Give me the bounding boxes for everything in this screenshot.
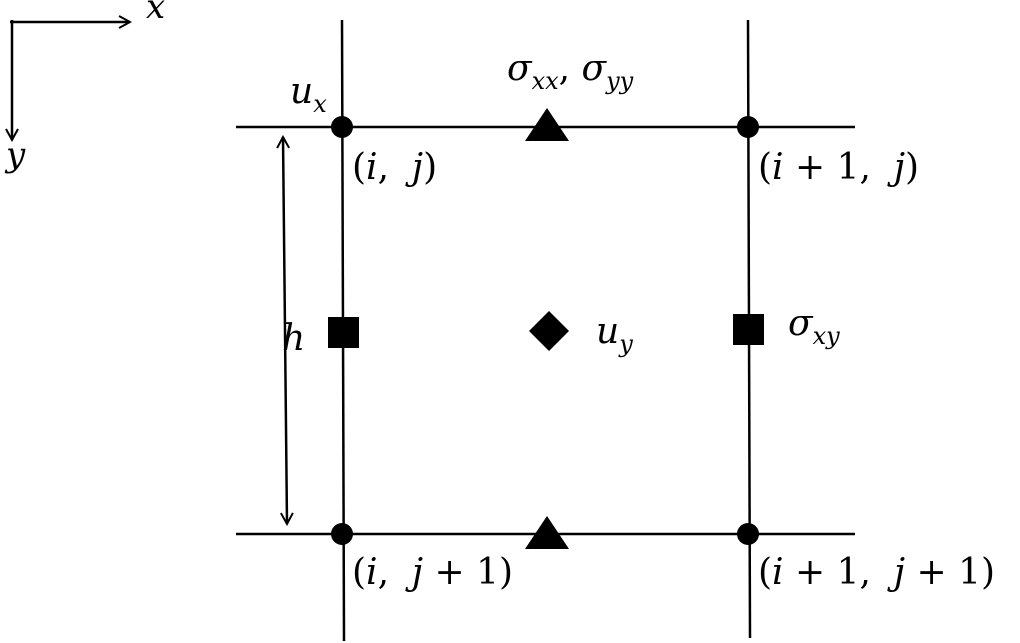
spacing-h-arrow	[283, 137, 287, 524]
node-label-bottom-left: (i, j + 1)	[352, 552, 513, 593]
node-marker-bottom-left	[331, 523, 353, 545]
label-u-x: ux	[290, 71, 327, 118]
x-axis-label: x	[146, 0, 165, 27]
node-markers	[331, 116, 759, 545]
spacing-h-label: h	[282, 318, 305, 359]
triangle-marker-bottom	[525, 516, 569, 549]
node-marker-top-left	[331, 116, 353, 138]
square-markers	[328, 314, 764, 348]
label-sigma-xx-yy: σxx, σyy	[507, 48, 634, 95]
node-label-bottom-right: (i + 1, j + 1)	[758, 552, 995, 593]
label-u-y: uy	[596, 311, 633, 358]
y-axis-label: y	[4, 135, 26, 175]
node-marker-top-right	[737, 116, 759, 138]
triangle-markers	[525, 108, 569, 549]
square-marker-left	[328, 317, 359, 348]
diamond-marker-center	[529, 311, 569, 351]
node-label-top-right: (i + 1, j)	[758, 147, 919, 188]
square-marker-right	[733, 314, 764, 345]
node-marker-bottom-right	[737, 523, 759, 545]
axes-indicator: x y	[4, 0, 165, 175]
triangle-marker-top	[525, 108, 569, 141]
node-label-top-left: (i, j)	[352, 147, 437, 188]
label-sigma-xy: σxy	[788, 303, 840, 350]
